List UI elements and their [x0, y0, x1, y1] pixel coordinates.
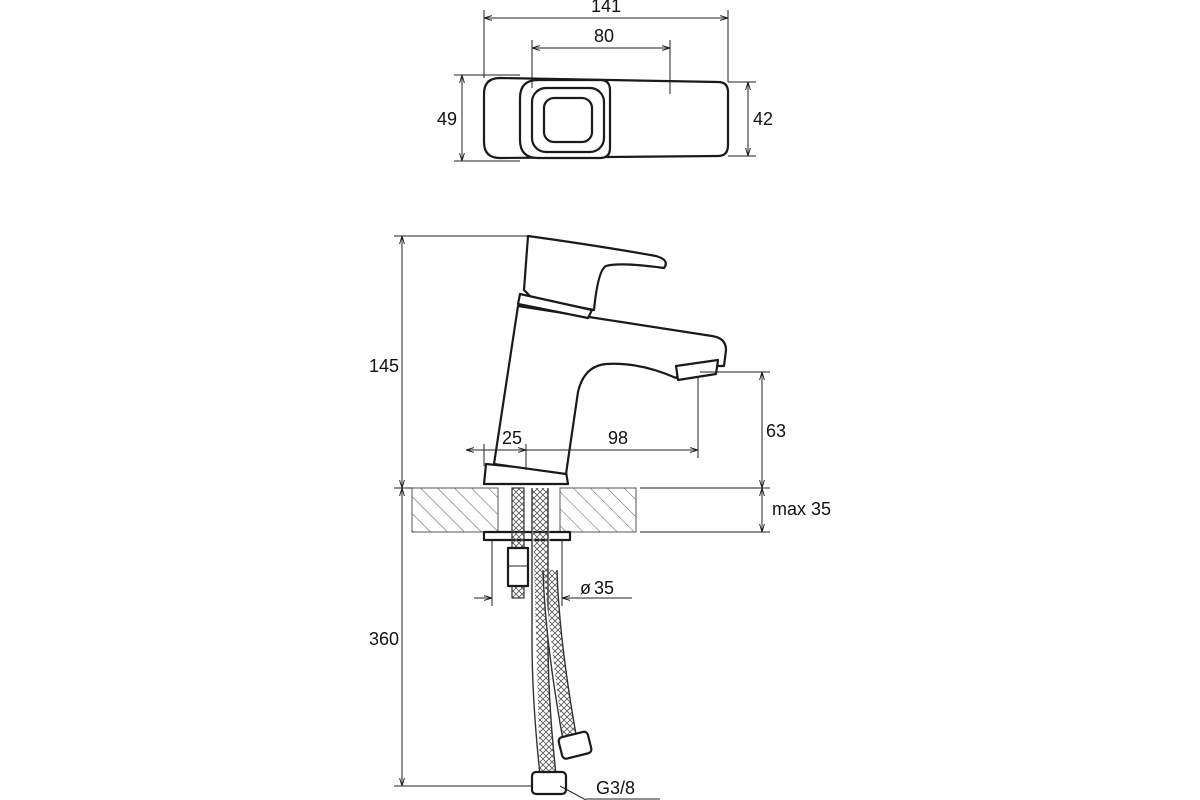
hole-diameter-label: 35 — [594, 578, 614, 598]
spout-height-label: 63 — [766, 421, 786, 441]
hose-length-label: 360 — [369, 629, 399, 649]
hose-fitting-cold — [530, 770, 568, 796]
faucet-lever-handle — [522, 234, 667, 312]
hose-fitting-hot — [557, 730, 593, 760]
top-width-label: 141 — [591, 0, 621, 16]
total-height-label: 145 — [369, 356, 399, 376]
connection-label: G3/8 — [596, 778, 635, 798]
lever-joint — [516, 292, 594, 320]
spout-reach-label: 98 — [608, 428, 628, 448]
spout-aerator — [674, 358, 720, 382]
mounting-nut — [506, 546, 530, 588]
side-view: 145 360 63 max 35 25 98 ø 35 G3/8 — [369, 234, 831, 800]
countertop-section-left — [411, 487, 499, 533]
top-depth-label: 49 — [437, 109, 457, 129]
top-lever-width-label: 80 — [594, 26, 614, 46]
diameter-symbol: ø — [580, 578, 591, 598]
countertop-section-right — [559, 487, 637, 533]
supply-hose-hot — [543, 569, 577, 742]
supply-hose-cold — [532, 488, 556, 776]
top-view-lever-inner-square — [542, 96, 594, 144]
base-offset-label: 25 — [502, 428, 522, 448]
top-view: 141 80 49 42 — [437, 0, 773, 162]
connection-leader-line — [559, 785, 587, 800]
supply-hose-hot-outline — [542, 569, 578, 741]
counter-thickness-label: max 35 — [772, 499, 831, 519]
top-depth-lever-label: 42 — [753, 109, 773, 129]
faucet-body-spout — [492, 304, 728, 476]
mounting-washer — [482, 530, 572, 542]
